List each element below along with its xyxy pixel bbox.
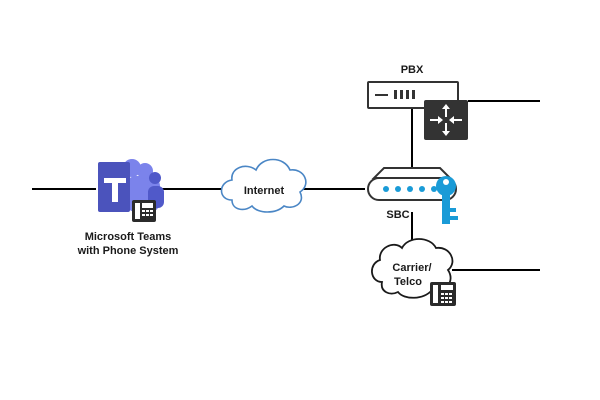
teams-label-line1: Microsoft Teams — [85, 231, 172, 243]
sbc-device-icon — [367, 167, 457, 201]
connection-lines — [32, 100, 540, 271]
key-icon — [436, 176, 458, 224]
router-icon — [424, 100, 468, 140]
teams-label-line2: with Phone System — [77, 245, 179, 257]
pbx-label: PBX — [401, 64, 424, 76]
carrier-label-line1: Carrier/ — [392, 262, 431, 274]
carrier-desk-phone-icon — [430, 282, 456, 306]
sbc-label: SBC — [386, 209, 409, 221]
desk-phone-icon — [132, 200, 156, 222]
internet-label: Internet — [244, 185, 285, 197]
carrier-label-line2: Telco — [394, 276, 422, 288]
cloud-icon — [220, 158, 307, 213]
